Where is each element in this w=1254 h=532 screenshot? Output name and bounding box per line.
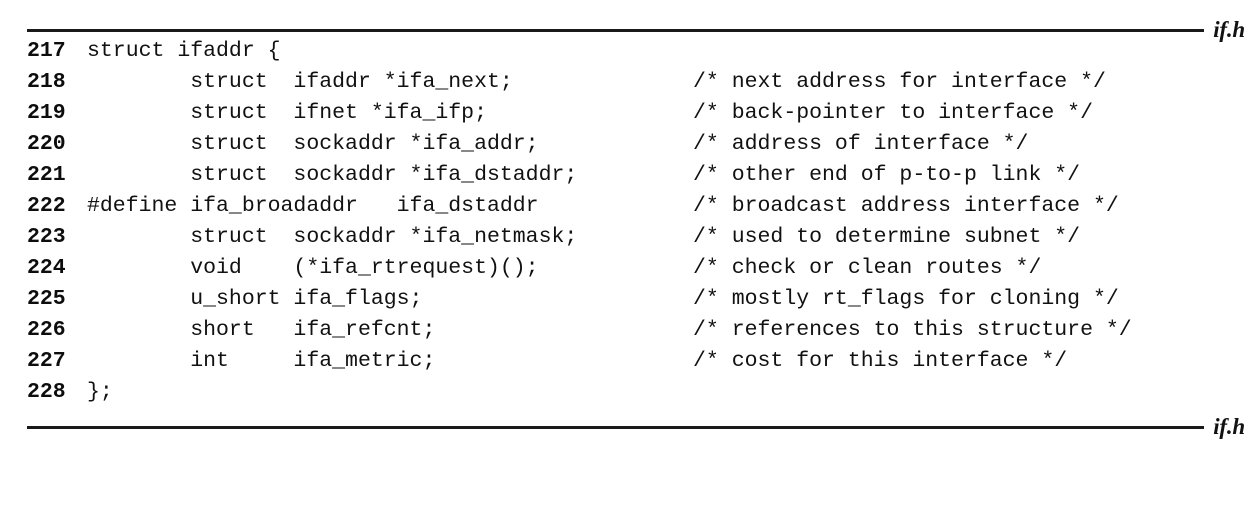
footer-rule-row: if.h: [27, 412, 1245, 442]
footer-rule-line: [27, 425, 1205, 429]
header-rule-row: if.h: [27, 15, 1245, 45]
line-number: 221: [27, 163, 66, 187]
line-number: 217: [27, 39, 66, 63]
code-line: 220 struct sockaddr *ifa_addr; /* addres…: [27, 129, 1247, 160]
code-line: 218 struct ifaddr *ifa_next; /* next add…: [27, 67, 1247, 98]
line-comment: /* used to determine subnet */: [693, 225, 1081, 249]
line-number: 222: [27, 194, 66, 218]
scanned-code-listing-page: if.h 217 struct ifaddr { 218 struct ifad…: [27, 15, 1247, 442]
line-comment: /* back-pointer to interface */: [693, 101, 1093, 125]
line-number: 218: [27, 70, 66, 94]
line-code: short ifa_refcnt;: [87, 318, 436, 342]
footer-file-label: if.h: [1213, 413, 1245, 439]
line-comment: /* broadcast address interface */: [693, 194, 1119, 218]
line-comment: /* check or clean routes */: [693, 256, 1042, 280]
code-line: 225 u_short ifa_flags; /* mostly rt_flag…: [27, 284, 1247, 315]
line-comment: /* next address for interface */: [693, 70, 1106, 94]
code-line: 227 int ifa_metric; /* cost for this int…: [27, 346, 1247, 377]
code-line: 221 struct sockaddr *ifa_dstaddr; /* oth…: [27, 160, 1247, 191]
line-code: };: [87, 380, 113, 404]
line-number: 227: [27, 349, 66, 373]
line-code: struct sockaddr *ifa_addr;: [87, 132, 539, 156]
header-file-label: if.h: [1213, 16, 1245, 42]
line-comment: /* mostly rt_flags for cloning */: [693, 287, 1119, 311]
code-line: 222 #define ifa_broadaddr ifa_dstaddr /*…: [27, 191, 1247, 222]
line-comment: /* address of interface */: [693, 132, 1029, 156]
line-code: void (*ifa_rtrequest)();: [87, 256, 539, 280]
line-code: struct sockaddr *ifa_netmask;: [87, 225, 578, 249]
line-number: 226: [27, 318, 66, 342]
line-code: struct ifaddr {: [87, 39, 281, 63]
line-code: #define ifa_broadaddr ifa_dstaddr: [87, 194, 539, 218]
line-number: 224: [27, 256, 66, 280]
line-number: 220: [27, 132, 66, 156]
line-code: u_short ifa_flags;: [87, 287, 423, 311]
code-line: 219 struct ifnet *ifa_ifp; /* back-point…: [27, 98, 1247, 129]
code-line: 217 struct ifaddr {: [27, 36, 1247, 67]
code-line: 224 void (*ifa_rtrequest)(); /* check or…: [27, 253, 1247, 284]
header-rule-line: [27, 28, 1205, 32]
line-number: 225: [27, 287, 66, 311]
line-comment: /* cost for this interface */: [693, 349, 1068, 373]
line-number: 219: [27, 101, 66, 125]
line-code: struct ifnet *ifa_ifp;: [87, 101, 487, 125]
line-comment: /* other end of p-to-p link */: [693, 163, 1081, 187]
code-line: 223 struct sockaddr *ifa_netmask; /* use…: [27, 222, 1247, 253]
line-code: struct sockaddr *ifa_dstaddr;: [87, 163, 578, 187]
code-line: 228 };: [27, 377, 1247, 408]
line-code: int ifa_metric;: [87, 349, 436, 373]
line-comment: /* references to this structure */: [693, 318, 1132, 342]
code-line: 226 short ifa_refcnt; /* references to t…: [27, 315, 1247, 346]
line-code: struct ifaddr *ifa_next;: [87, 70, 513, 94]
line-number: 223: [27, 225, 66, 249]
line-number: 228: [27, 380, 66, 404]
code-listing: 217 struct ifaddr { 218 struct ifaddr *i…: [27, 36, 1247, 408]
